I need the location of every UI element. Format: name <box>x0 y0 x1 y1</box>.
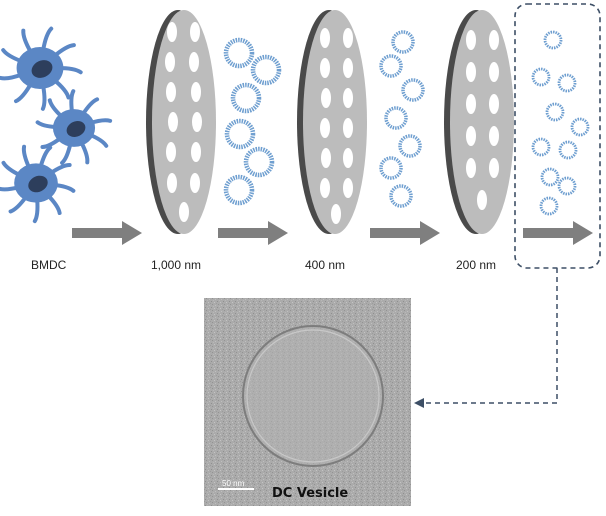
label-filter-200nm: 200 nm <box>456 258 497 272</box>
final-vesicle-box <box>514 3 601 269</box>
vesicle-icon <box>570 117 590 137</box>
vesicle-icon <box>223 37 255 69</box>
dendritic-cell-group <box>0 26 113 224</box>
membrane-filter-group <box>146 10 514 234</box>
vesicle-icon <box>230 82 262 114</box>
vesicle-icon <box>531 67 551 87</box>
vesicle-icon <box>223 174 255 206</box>
vesicle-icon <box>379 54 403 78</box>
dendritic-cell-icon <box>0 144 76 224</box>
em-micrograph <box>204 298 411 506</box>
vesicle-icon <box>243 146 275 178</box>
scale-bar-label: 50 nm <box>222 479 245 488</box>
label-filter-400nm: 400 nm <box>305 258 346 272</box>
vesicle-icon <box>250 54 282 86</box>
vesicle-icon <box>539 196 559 216</box>
vesicle-icon <box>531 137 551 157</box>
process-arrow-icon <box>72 221 142 245</box>
label-bmdc: BMDC <box>31 258 67 272</box>
vesicle-icon <box>379 156 403 180</box>
dendritic-cell-icon <box>0 26 83 111</box>
label-filter-1000nm: 1,000 nm <box>151 258 202 272</box>
membrane-filter-icon-1000nm <box>146 10 216 234</box>
vesicle-icon <box>543 30 563 50</box>
vesicle-icon <box>389 184 413 208</box>
vesicle-icon <box>384 106 408 130</box>
em-title-dc-vesicle: DC Vesicle <box>272 486 349 501</box>
process-arrow-icon <box>218 221 288 245</box>
connector-arrowhead-icon <box>414 398 424 408</box>
membrane-filter-icon-200nm <box>444 10 514 234</box>
connector-dashed-arrow <box>422 268 558 404</box>
process-arrow-icon <box>370 221 440 245</box>
vesicle-group <box>223 30 590 216</box>
vesicle-icon <box>401 78 425 102</box>
process-arrow-icon <box>523 221 593 245</box>
vesicle-icon <box>557 73 577 93</box>
vesicle-icon <box>398 134 422 158</box>
membrane-filter-icon-400nm <box>297 10 367 234</box>
vesicle-icon <box>391 30 415 54</box>
dendritic-cell-icon <box>35 89 113 165</box>
process-arrow-group <box>72 221 593 245</box>
vesicle-icon <box>557 176 577 196</box>
vesicle-icon <box>540 167 560 187</box>
vesicle-icon <box>224 118 256 150</box>
vesicle-icon <box>558 140 578 160</box>
vesicle-icon <box>545 102 565 122</box>
